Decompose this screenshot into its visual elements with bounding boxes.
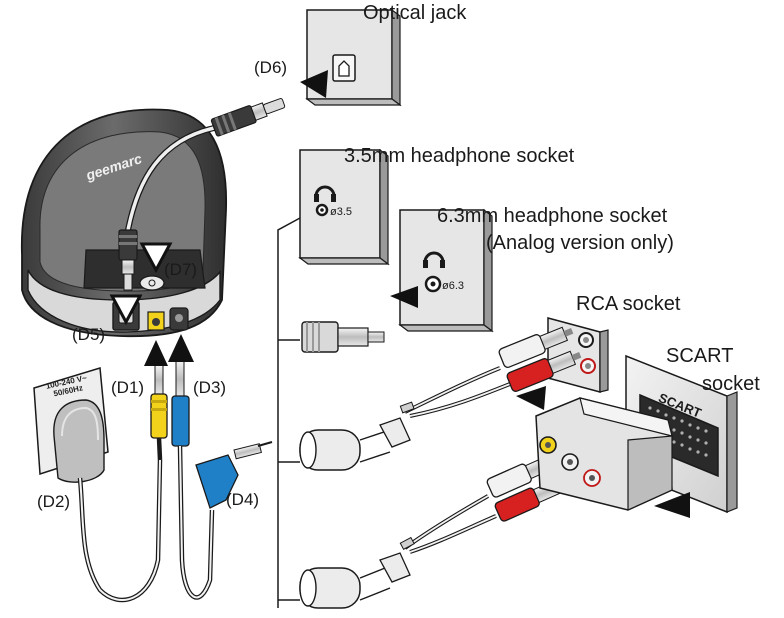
headphone-35-plate xyxy=(298,148,390,266)
jack-adapter xyxy=(301,321,385,353)
cable-d3 xyxy=(171,359,215,600)
rca-socket-label: RCA socket xyxy=(576,293,681,315)
arrow-d3 xyxy=(168,334,194,362)
arrow-optical xyxy=(300,70,328,98)
power-adapter xyxy=(33,367,163,603)
callout-d6: (D6) xyxy=(254,58,288,77)
bus-line xyxy=(277,217,301,608)
arrow-d5 xyxy=(109,294,143,326)
optical-jack-plate xyxy=(305,8,402,107)
size-63-label: ø6.3 xyxy=(442,280,465,292)
arrow-rca xyxy=(516,386,546,410)
cable-d1 xyxy=(150,364,168,461)
d7-button xyxy=(139,275,165,291)
callout-d7: (D7) xyxy=(164,260,198,279)
arrow-d1 xyxy=(144,340,168,366)
callout-d5: (D5) xyxy=(72,325,106,344)
optical-jack-label: Optical jack xyxy=(363,2,467,24)
headphone-icon-2 xyxy=(423,251,445,268)
size-35-label: ø3.5 xyxy=(330,206,353,218)
callout-d2: (D2) xyxy=(37,492,71,511)
scart-label: SCART xyxy=(666,345,734,367)
callout-d4: (D4) xyxy=(226,490,260,509)
scart-socket-label: socket xyxy=(702,373,760,395)
callout-d3: (D3) xyxy=(193,378,227,397)
rca-y-cable-lower xyxy=(299,456,561,609)
arrow-d7 xyxy=(139,242,173,274)
headphone-35-label: 3.5mm headphone socket xyxy=(344,145,575,167)
headphone-63-plate xyxy=(398,208,494,333)
analog-only-label: (Analog version only) xyxy=(486,232,674,254)
cable-d4 xyxy=(195,441,273,509)
headphone-icon xyxy=(314,185,336,202)
rca-y-cable-upper xyxy=(299,326,582,471)
callout-d1: (D1) xyxy=(111,378,145,397)
headphone-63-label: 6.3mm headphone socket xyxy=(437,205,668,227)
scart-adapter xyxy=(535,397,673,511)
arrow-63 xyxy=(390,286,418,308)
arrow-scart xyxy=(654,492,690,518)
optical-cable xyxy=(118,98,286,291)
